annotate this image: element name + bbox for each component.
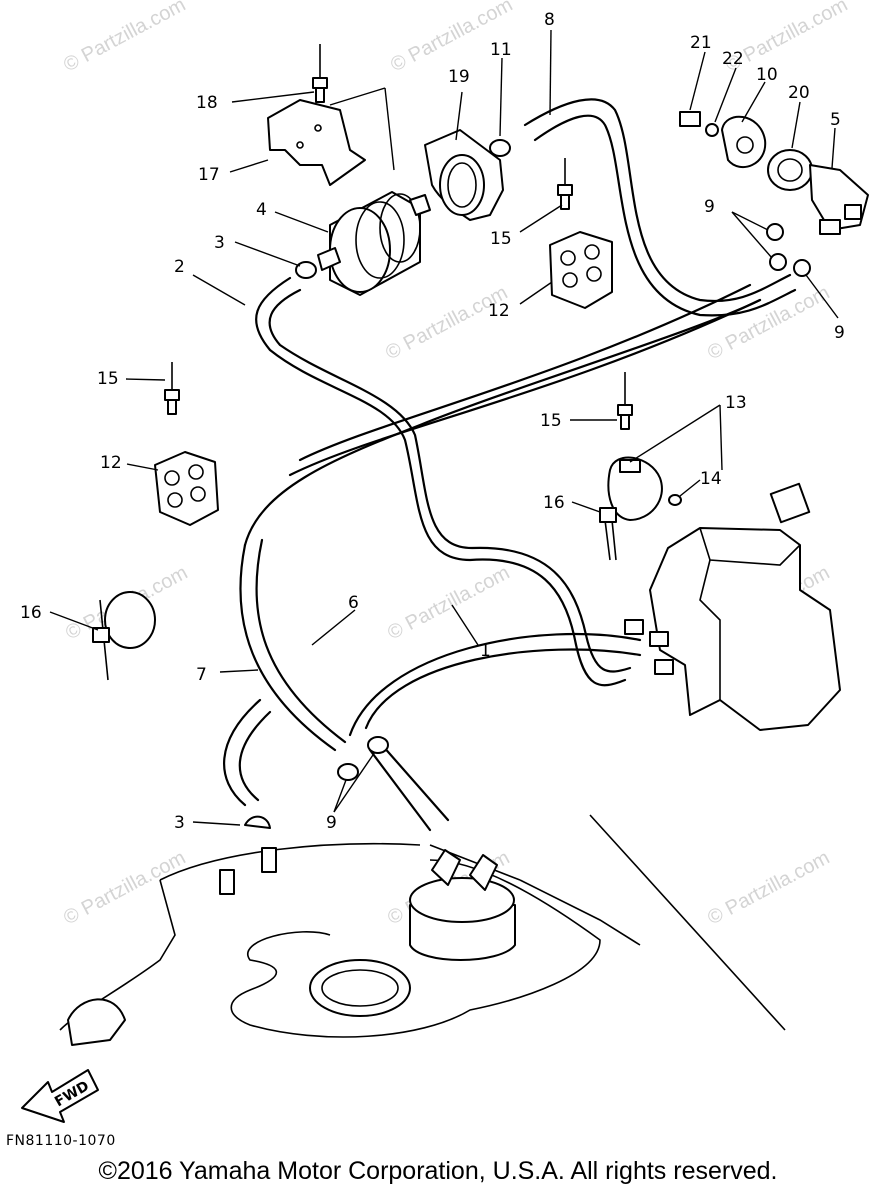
screw-21: [679, 111, 701, 127]
watermark: © Partzilla.com: [704, 847, 833, 930]
callout-19: 19: [448, 67, 470, 87]
nut-20: [767, 149, 813, 191]
callout-15: 15: [490, 229, 512, 249]
watermark: © Partzilla.com: [704, 282, 833, 365]
lever-10: [721, 115, 767, 169]
callout-9: 9: [704, 197, 715, 217]
callout-4: 4: [256, 200, 267, 220]
callout-9: 9: [326, 813, 337, 833]
bracket-ring: [439, 154, 485, 216]
callout-3: 3: [214, 233, 225, 253]
hose-clip-12-center: [549, 231, 613, 309]
callout-12: 12: [488, 301, 510, 321]
callout-labels: 1 2 3 3 4 5 6 7 8 9 9 9 10 11 12 12 13 1…: [20, 10, 845, 833]
leader-lines: [49, 29, 839, 826]
clamp-9: [337, 763, 359, 781]
clamp-9: [769, 253, 787, 271]
bracket-17: [267, 99, 366, 186]
fuel-cock-assembly: [679, 111, 869, 235]
fwd-arrow: FWD: [21, 1069, 99, 1123]
clamp-11: [489, 139, 511, 157]
pin-15-center: [557, 158, 573, 210]
hose-clamp-3-lower: [244, 815, 271, 829]
clamp-9: [793, 259, 811, 277]
bracket-hole: [314, 124, 322, 132]
cable-tie-16-left: [92, 591, 156, 681]
bolt-18: [312, 44, 328, 103]
watermark: © Partzilla.com: [384, 562, 513, 645]
callout-16: 16: [20, 603, 42, 623]
callout-16: 16: [543, 493, 565, 513]
watermark: © Partzilla.com: [382, 282, 511, 365]
clamp-13: [607, 456, 682, 521]
pin-15-right: [617, 372, 633, 430]
pin-15-left: [164, 362, 180, 415]
bracket-ring-inner: [447, 162, 477, 208]
callout-5: 5: [830, 110, 841, 130]
callout-21: 21: [690, 33, 712, 53]
callout-13: 13: [725, 393, 747, 413]
callout-6: 6: [348, 593, 359, 613]
copyright-notice: ©2016 Yamaha Motor Corporation, U.S.A. A…: [98, 1157, 778, 1185]
callout-22: 22: [722, 49, 744, 69]
fuel-hoses: [223, 98, 797, 832]
callout-18: 18: [196, 93, 218, 113]
diagram-code: FN81110-1070: [6, 1133, 116, 1149]
clamp-9: [766, 223, 784, 241]
callout-10: 10: [756, 65, 778, 85]
callout-8: 8: [544, 10, 555, 30]
fuel-filter-4: [317, 191, 431, 296]
callout-11: 11: [490, 40, 512, 60]
cable-tie-16-right: [599, 507, 617, 561]
watermark: © Partzilla.com: [387, 0, 516, 76]
callout-9: 9: [834, 323, 845, 343]
clamp-9: [367, 736, 389, 754]
callout-7: 7: [196, 665, 207, 685]
callout-15: 15: [97, 369, 119, 389]
callout-12: 12: [100, 453, 122, 473]
callout-1: 1: [480, 641, 491, 661]
callout-2: 2: [174, 257, 185, 277]
carburetor-assembly: [624, 482, 841, 731]
callout-14: 14: [700, 469, 722, 489]
hose-clip-12-left: [154, 451, 219, 526]
bracket-hole: [296, 141, 304, 149]
callout-17: 17: [198, 165, 220, 185]
watermark: © Partzilla.com: [60, 0, 189, 76]
hose-clamp-3: [295, 261, 317, 279]
fuel-sender: [67, 847, 516, 1046]
callout-20: 20: [788, 83, 810, 103]
callout-15: 15: [540, 411, 562, 431]
callout-3: 3: [174, 813, 185, 833]
washer-22: [705, 123, 719, 137]
